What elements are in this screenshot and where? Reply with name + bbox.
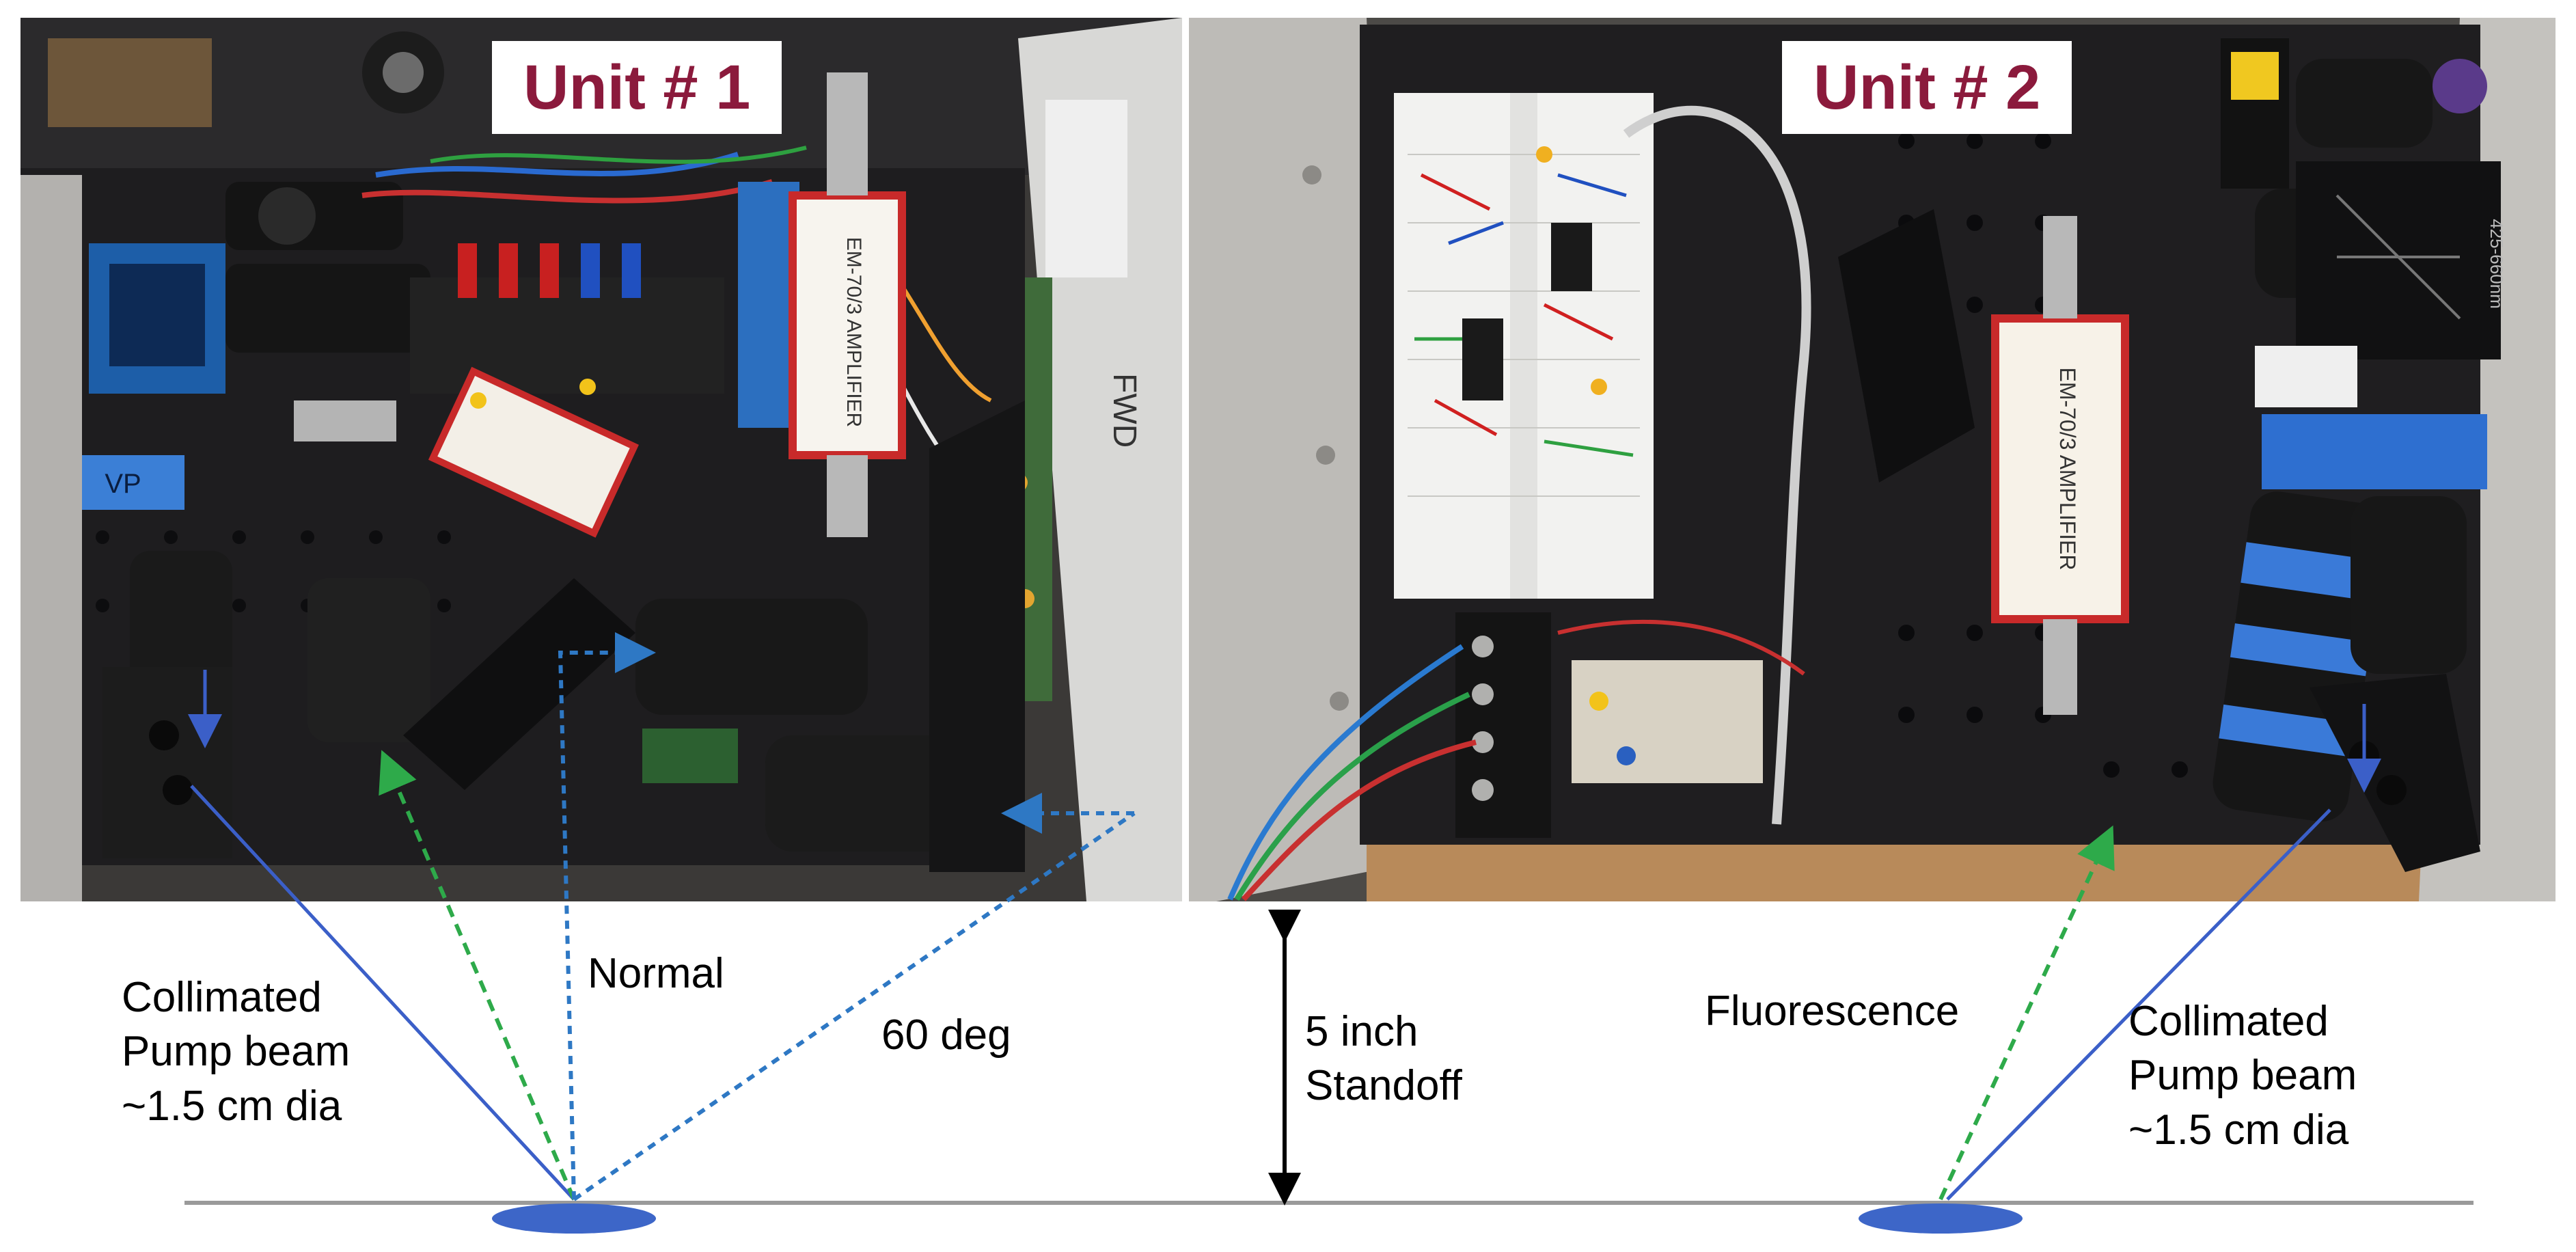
unit2-photo-drawing: EM-70/3 AMPLIFIER 425-660nm bbox=[1189, 18, 2556, 901]
left-pump-line-2: Pump beam bbox=[122, 1028, 351, 1076]
unit2-sample-spot bbox=[1859, 1203, 2023, 1234]
unit1-label: Unit # 1 bbox=[492, 41, 782, 134]
unit2-amplifier-label: EM-70/3 AMPLIFIER bbox=[2055, 368, 2080, 571]
standoff-line-1: 5 inch bbox=[1305, 1008, 1419, 1055]
left-pump-annotation: Collimated Pump beam ~1.5 cm dia bbox=[122, 970, 350, 1133]
standoff-line-2: Standoff bbox=[1305, 1062, 1462, 1110]
unit1-photo: FWD bbox=[20, 18, 1182, 901]
standoff-annotation: 5 inch Standoff bbox=[1305, 1005, 1462, 1113]
unit2-label: Unit # 2 bbox=[1782, 41, 2072, 134]
fluorescence-annotation: Fluorescence bbox=[1705, 988, 1960, 1035]
angle-annotation: 60 deg bbox=[881, 1011, 1011, 1059]
right-pump-annotation: Collimated Pump beam ~1.5 cm dia bbox=[2128, 994, 2357, 1157]
normal-annotation: Normal bbox=[588, 950, 724, 997]
wavelength-label: 425-660nm bbox=[2486, 219, 2507, 309]
right-pump-line-2: Pump beam bbox=[2128, 1052, 2357, 1100]
unit1-amplifier-label: EM-70/3 AMPLIFIER bbox=[842, 237, 865, 427]
right-pump-line-1: Collimated bbox=[2128, 998, 2329, 1045]
left-pump-line-3: ~1.5 cm dia bbox=[122, 1082, 342, 1130]
unit1-sample-spot bbox=[492, 1203, 656, 1234]
unit1-photo-drawing: FWD bbox=[20, 18, 1182, 901]
right-pump-line-3: ~1.5 cm dia bbox=[2128, 1106, 2349, 1154]
fwd-handwriting: FWD bbox=[1106, 373, 1142, 448]
vp-tag: VP bbox=[105, 469, 141, 499]
left-pump-line-1: Collimated bbox=[122, 974, 322, 1021]
unit2-photo: EM-70/3 AMPLIFIER 425-660nm bbox=[1189, 18, 2556, 901]
